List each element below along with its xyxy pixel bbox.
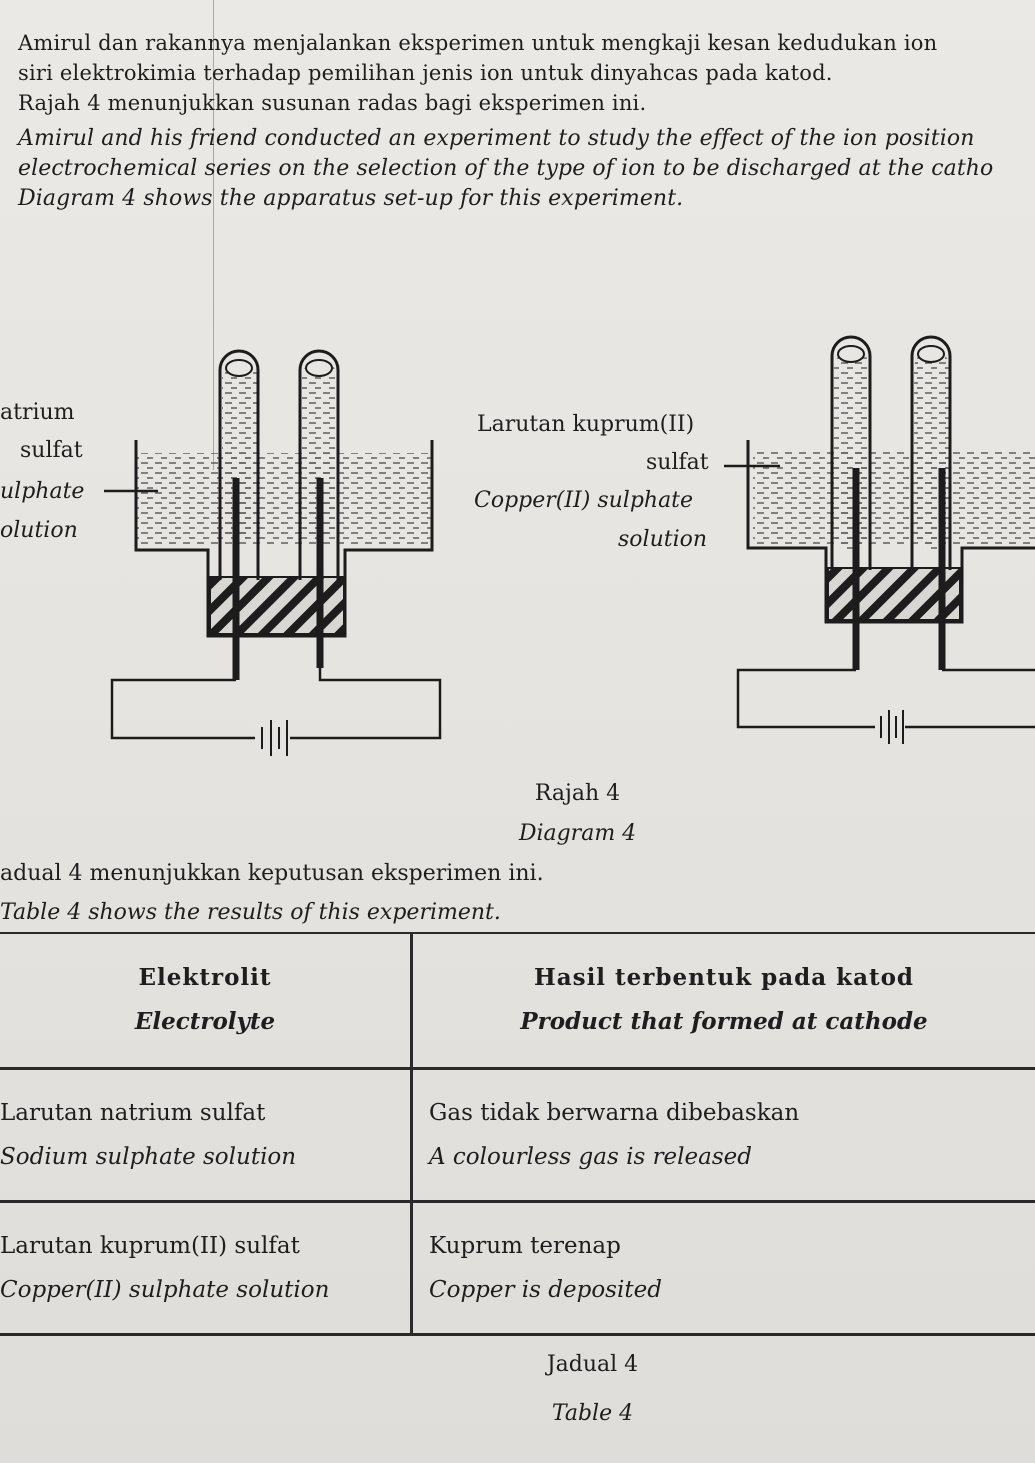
results-table: Elektrolit Electrolyte Hasil terbentuk p… bbox=[0, 932, 1035, 1336]
row2-electrolyte-ms: Larutan kuprum(II) sulfat bbox=[0, 1232, 300, 1259]
apparatus-diagram bbox=[104, 335, 1035, 756]
row1-product-ms: Gas tidak berwarna dibebaskan bbox=[429, 1099, 800, 1126]
page-fold-line bbox=[213, 0, 214, 470]
row2-electrolyte-en: Copper(II) sulphate solution bbox=[0, 1276, 330, 1303]
diagram-caption-ms: Rajah 4 bbox=[534, 781, 621, 806]
diagram-caption-en: Diagram 4 bbox=[518, 821, 637, 846]
right-label-line-2: sulfat bbox=[646, 450, 709, 475]
header-electrolyte-en: Electrolyte bbox=[134, 1008, 276, 1036]
header-product: Hasil terbentuk pada katod Product that … bbox=[412, 933, 1035, 1068]
row2-electrolyte: Larutan kuprum(II) sulfat Copper(II) sul… bbox=[0, 1201, 413, 1334]
right-label-line-3: Copper(II) sulphate bbox=[474, 488, 694, 513]
table-header-row: Elektrolit Electrolyte Hasil terbentuk p… bbox=[0, 933, 1035, 1068]
intro-ms-line-3: Rajah 4 menunjukkan susunan radas bagi e… bbox=[18, 91, 647, 115]
intro-en-line-3: Diagram 4 shows the apparatus set-up for… bbox=[18, 186, 684, 211]
header-product-ms: Hasil terbentuk pada katod bbox=[533, 964, 915, 992]
left-label-line-3: ulphate bbox=[0, 479, 85, 504]
left-label-line-4: olution bbox=[0, 518, 78, 543]
right-label-line-1: Larutan kuprum(II) bbox=[477, 412, 695, 437]
row1-product-en: A colourless gas is released bbox=[429, 1143, 752, 1170]
table-row: Larutan kuprum(II) sulfat Copper(II) sul… bbox=[0, 1201, 1035, 1334]
row2-product-ms: Kuprum terenap bbox=[429, 1232, 621, 1259]
table-intro-ms: adual 4 menunjukkan keputusan eksperimen… bbox=[0, 861, 544, 886]
intro-en-line-1: Amirul and his friend conducted an exper… bbox=[18, 126, 975, 151]
intro-ms-line-2: siri elektrokimia terhadap pemilihan jen… bbox=[18, 61, 833, 85]
row1-electrolyte: Larutan natrium sulfat Sodium sulphate s… bbox=[0, 1068, 413, 1201]
table-row: Larutan natrium sulfat Sodium sulphate s… bbox=[0, 1068, 1035, 1201]
row2-product: Kuprum terenap Copper is deposited bbox=[412, 1201, 1035, 1334]
header-electrolyte: Elektrolit Electrolyte bbox=[0, 933, 413, 1068]
left-electrolysis-cell bbox=[104, 349, 442, 756]
row1-product: Gas tidak berwarna dibebaskan A colourle… bbox=[412, 1068, 1035, 1201]
intro-paragraph: Amirul dan rakannya menjalankan eksperim… bbox=[18, 28, 1035, 214]
header-electrolyte-ms: Elektrolit bbox=[138, 964, 272, 992]
row1-electrolyte-en: Sodium sulphate solution bbox=[0, 1143, 297, 1170]
right-electrolysis-cell bbox=[724, 335, 1035, 744]
table-caption-ms: Jadual 4 bbox=[546, 1352, 639, 1377]
header-product-en: Product that formed at cathode bbox=[520, 1008, 928, 1036]
left-label-line-2: sulfat bbox=[20, 438, 83, 463]
intro-en-line-2: electrochemical series on the selection … bbox=[18, 156, 994, 181]
intro-ms-line-1: Amirul dan rakannya menjalankan eksperim… bbox=[18, 31, 938, 55]
right-label-line-4: solution bbox=[618, 527, 708, 552]
row1-electrolyte-ms: Larutan natrium sulfat bbox=[0, 1099, 266, 1126]
table-intro-en: Table 4 shows the results of this experi… bbox=[0, 900, 501, 925]
table-caption-en: Table 4 bbox=[551, 1401, 634, 1426]
row2-product-en: Copper is deposited bbox=[429, 1276, 662, 1303]
left-label-line-1: atrium bbox=[0, 400, 75, 425]
